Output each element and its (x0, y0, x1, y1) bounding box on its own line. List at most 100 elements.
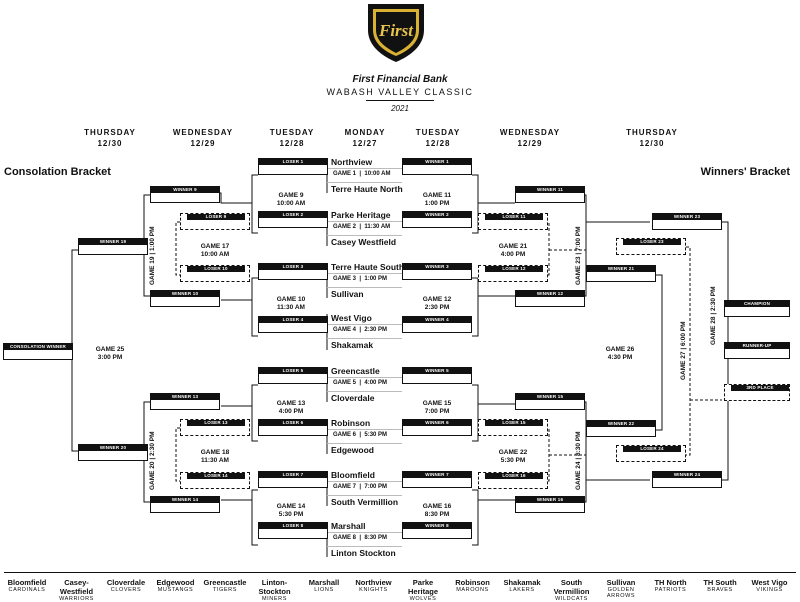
slot-winner-2: WINNER 2 (402, 211, 472, 228)
slot-loser-11: LOSER 11 (478, 213, 548, 230)
school-name: Casey-Westfield (59, 578, 94, 596)
slot-winner-7: WINNER 7 (402, 471, 472, 488)
school-name: Marshall (308, 578, 340, 587)
game-number: GAME 6 (333, 432, 357, 438)
school-mascot: KNIGHTS (359, 587, 388, 593)
slot-loser-6: LOSER 6 (258, 419, 328, 436)
first-round-box (327, 481, 402, 496)
game-number: GAME 8 (333, 535, 357, 541)
header-divider (366, 100, 434, 101)
school-name: TH North (654, 578, 687, 587)
slot-loser-9: LOSER 9 (180, 213, 250, 230)
slot-champion: CHAMPION (724, 300, 790, 317)
game-time: 8:30 PM (364, 535, 388, 541)
school-mascot: PATRIOTS (654, 587, 687, 593)
slot-runner-up: RUNNER-UP (724, 342, 790, 359)
slot-consolation-winner: CONSOLATION WINNER (3, 343, 73, 360)
slot-loser-23: LOSER 23 (616, 238, 686, 255)
first-round-box (327, 221, 402, 236)
first-round-box (327, 168, 402, 183)
team-top: Bloomfield (331, 470, 375, 480)
slot-winner-1: WINNER 1 (402, 158, 472, 175)
team-bottom: Sullivan (331, 289, 364, 299)
game-27-label: GAME 27 | 6:00 PM (680, 321, 687, 380)
slot-loser-13: LOSER 13 (180, 419, 250, 436)
game-28-label: GAME 28 | 2:30 PM (710, 286, 717, 345)
team-bottom: Edgewood (331, 445, 374, 455)
tournament-name: WABASH VALLEY CLASSIC (326, 87, 474, 97)
school-name: Robinson (455, 578, 490, 587)
slot-winner-9: WINNER 9 (150, 186, 220, 203)
school-name: Greencastle (203, 578, 247, 587)
school-name: South Vermillion (553, 578, 590, 596)
school-mascot: BRAVES (707, 587, 733, 593)
first-round-box (327, 324, 402, 339)
school-name: Bloomfield (7, 578, 47, 587)
slot-winner-12: WINNER 12 (515, 290, 585, 307)
slot-winner-15: WINNER 15 (515, 393, 585, 410)
slot-loser-10: LOSER 10 (180, 265, 250, 282)
slot-winner-16: WINNER 16 (515, 496, 585, 513)
school-mascot: CLOVERS (110, 587, 142, 593)
team-top: Robinson (331, 418, 371, 428)
school-name: TH South (703, 578, 737, 587)
game-line: GAME 3 | 1:00 PM (333, 276, 388, 282)
team-bottom: Shakamak (331, 340, 374, 350)
school-name: Linton-Stockton (258, 578, 291, 596)
game-number: GAME 7 (333, 484, 357, 490)
consolation-bracket-title: Consolation Bracket (4, 166, 111, 178)
team-top: Marshall (331, 521, 366, 531)
school-mascot: CARDINALS (8, 587, 46, 593)
school-name: Cloverdale (106, 578, 146, 587)
team-bottom: Casey Westfield (331, 237, 397, 247)
slot-loser-2: LOSER 2 (258, 211, 328, 228)
game-time: 10:00 AM (364, 171, 391, 177)
game-line: GAME 7 | 7:00 PM (333, 484, 388, 490)
slot-winner-10: WINNER 10 (150, 290, 220, 307)
slot-loser-7: LOSER 7 (258, 471, 328, 488)
game-time: 4:00 PM (364, 380, 388, 386)
footer-divider (4, 572, 796, 573)
game-line: GAME 8 | 8:30 PM (333, 535, 388, 541)
slot-winner-23: WINNER 23 (652, 213, 722, 230)
slot-loser-4: LOSER 4 (258, 316, 328, 333)
slot-winner-5: WINNER 5 (402, 367, 472, 384)
school-name: Parke Heritage (407, 578, 438, 596)
tournament-year: 2021 (391, 104, 409, 113)
bank-logo (364, 2, 428, 64)
slot-winner-24: WINNER 24 (652, 471, 722, 488)
slot-winner-20: WINNER 20 (78, 444, 148, 461)
game-number: GAME 5 (333, 380, 357, 386)
slot-loser-5: LOSER 5 (258, 367, 328, 384)
slot-winner-22: WINNER 22 (586, 420, 656, 437)
game-time: 7:00 PM (364, 484, 388, 490)
game-20-label: GAME 20 | 2:30 PM (149, 431, 156, 490)
school-mascot: MAROONS (456, 587, 489, 593)
slot-winner-3: WINNER 3 (402, 263, 472, 280)
winners-bracket-title: Winners' Bracket (700, 166, 790, 178)
game-number: GAME 2 (333, 224, 357, 230)
slot-winner-4: WINNER 4 (402, 316, 472, 333)
team-top: Parke Heritage (331, 210, 391, 220)
